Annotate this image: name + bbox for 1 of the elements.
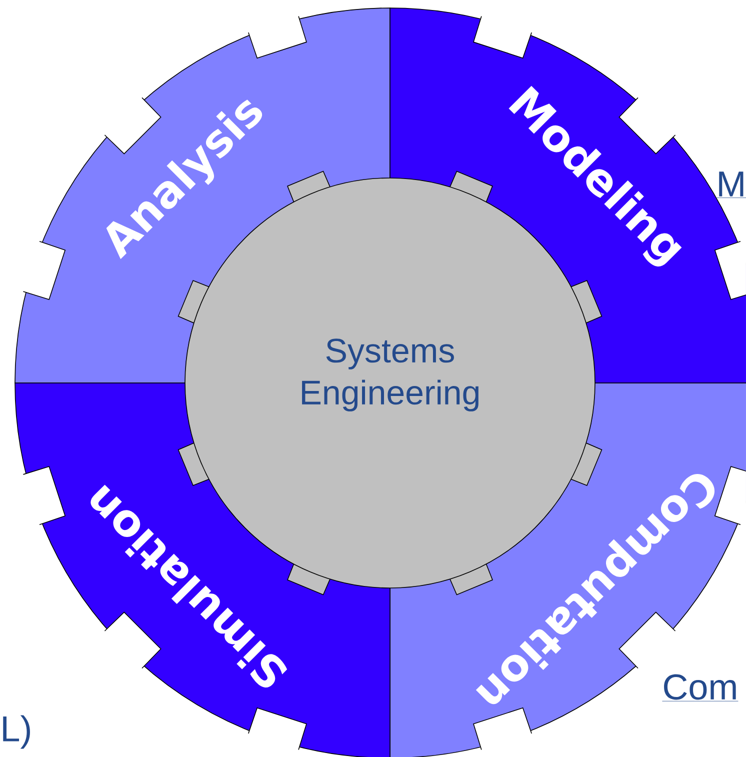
slide-text: M <box>716 172 746 198</box>
